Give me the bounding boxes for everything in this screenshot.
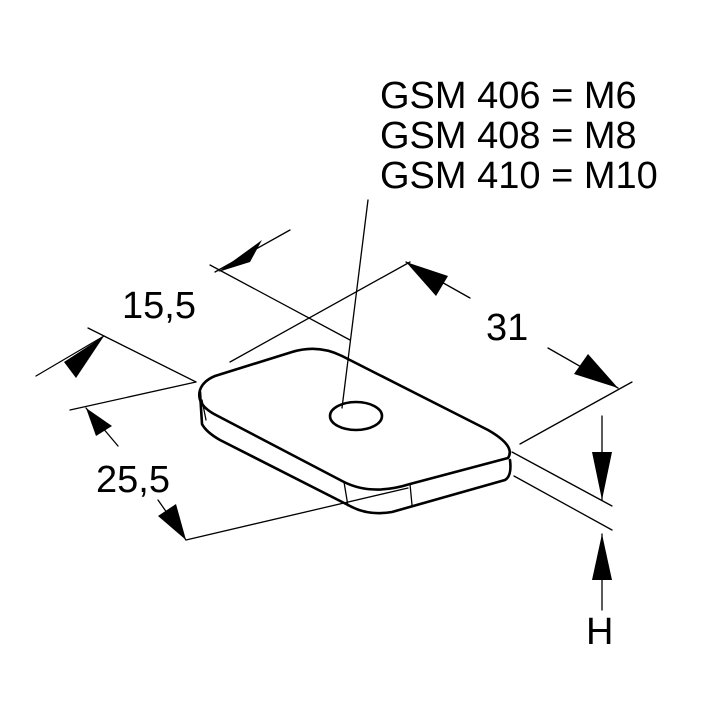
plate-side-face (198, 390, 512, 515)
variant-label-3: GSM 410 = M10 (380, 155, 658, 197)
dim-length-arrow-1 (406, 262, 448, 296)
dim-width-extension-2 (229, 261, 411, 363)
dim-height-label: H (586, 611, 613, 653)
plate-edge-detail-left (201, 399, 207, 421)
dim-length-label: 31 (486, 307, 528, 349)
dim-height-arrow-bottom (592, 534, 612, 580)
dim-depth-arrow-bottom (158, 504, 186, 540)
dim-height-extension-bottom (513, 475, 613, 531)
dim-depth-arrow-top (64, 336, 104, 378)
dim-depth-extension-1 (87, 327, 197, 383)
variant-label-1: GSM 406 = M6 (380, 75, 637, 117)
dim-height-extension-top (511, 451, 613, 507)
dim-depth-label: 25,5 (96, 459, 170, 501)
dim-depth-extension-3 (185, 487, 409, 541)
variant-label-2: GSM 408 = M8 (380, 115, 637, 157)
plate-top-face (198, 347, 512, 491)
dim-depth-line-top (35, 335, 105, 377)
dim-height-arrow-top (592, 452, 612, 500)
center-hole (328, 400, 384, 432)
dim-width-extension-1 (209, 264, 351, 341)
dim-depth-arrow-mid (86, 408, 112, 436)
dim-width-arrow (218, 240, 262, 272)
dim-depth-extension-2 (69, 381, 197, 411)
plate-edge-detail-right (409, 483, 413, 506)
dim-width-label: 15,5 (122, 285, 196, 327)
dim-length-extension (519, 381, 633, 445)
dim-length-arrow-2 (574, 354, 618, 388)
leader-line (341, 199, 369, 409)
